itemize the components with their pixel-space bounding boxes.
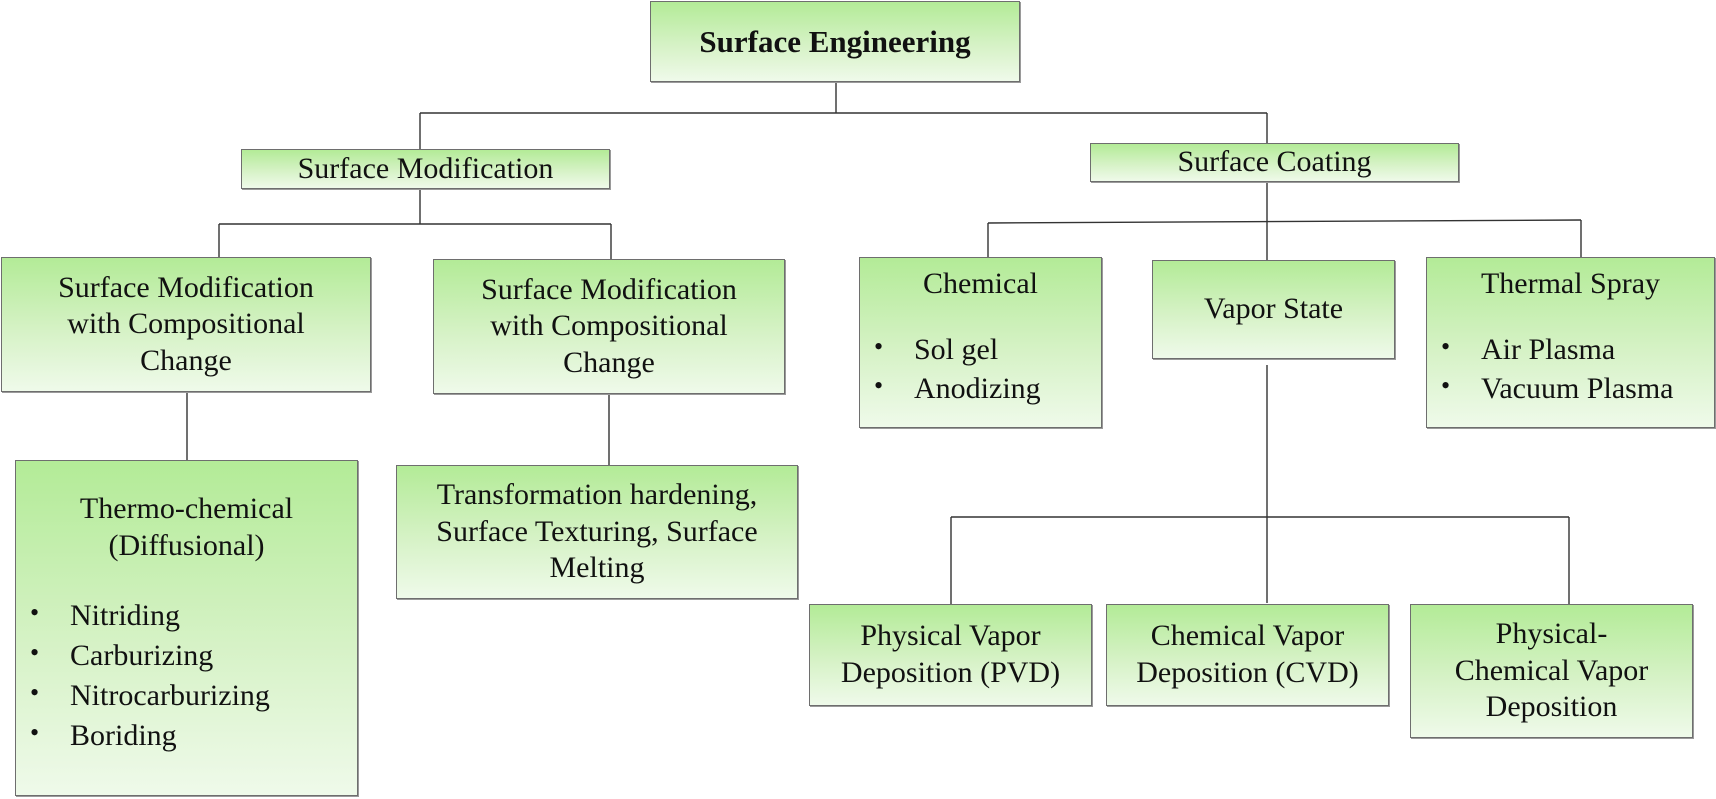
list-item-sol-gel: Sol gel [874,330,1041,370]
transformation-hardening-node: Transformation hardening, Surface Textur… [396,465,798,599]
node-label-line-1: Physical- [1495,617,1608,651]
node-label: Surface Engineering [699,23,971,59]
node-label-line-3: Change [563,345,655,379]
node-label-line-2: with Compositional [490,309,728,343]
surface-coating-node: Surface Coating [1090,143,1459,182]
node-label-line-1: Surface Modification [58,270,314,304]
node-label: Vapor State [1203,292,1344,326]
node-label-line-1: Surface Modification [481,272,737,306]
node-label-line-2: Chemical Vapor [1454,653,1649,687]
chemical-node: Chemical Sol gel Anodizing [859,257,1102,428]
thermochemical-process-list: Nitriding Carburizing Nitrocarburizing B… [30,596,270,756]
list-item-carburizing: Carburizing [30,636,270,676]
node-label-line-3: Deposition [1485,690,1618,724]
node-label-line-1: Physical Vapor [860,619,1041,653]
thermochemical-node: Thermo-chemical (Diffusional) Nitriding … [15,460,358,796]
chemical-method-list: Sol gel Anodizing [874,330,1041,410]
modification-with-change-node: Surface Modification with Compositional … [1,257,371,392]
node-label-line-3: Change [140,343,232,377]
list-item-nitrocarburizing: Nitrocarburizing [30,676,270,716]
node-label-line-3: Melting [549,551,645,585]
surface-modification-node: Surface Modification [241,149,610,189]
list-item-vacuum-plasma: Vacuum Plasma [1441,369,1673,409]
cvd-node: Chemical Vapor Deposition (CVD) [1106,604,1389,706]
node-label: Thermal Spray [1480,267,1661,300]
pvd-node: Physical Vapor Deposition (PVD) [809,604,1092,706]
node-label-line-1: Transformation hardening, [436,478,758,512]
node-label: Surface Coating [1177,145,1372,179]
surface-engineering-node: Surface Engineering [650,1,1020,82]
thermal-spray-node: Thermal Spray Air Plasma Vacuum Plasma [1426,257,1715,428]
vapor-state-node: Vapor State [1152,260,1395,359]
node-label-line-1: Thermo-chemical [79,492,294,525]
list-item-anodizing: Anodizing [874,369,1041,409]
thermal-spray-list: Air Plasma Vacuum Plasma [1441,330,1673,410]
list-item-air-plasma: Air Plasma [1441,330,1673,370]
modification-without-change-node: Surface Modification with Compositional … [433,259,785,394]
node-label-line-2: Surface Texturing, Surface [436,514,758,548]
node-label-line-1: Chemical Vapor [1150,619,1345,653]
list-item-nitriding: Nitriding [30,596,270,636]
node-label-line-2: Deposition (CVD) [1136,656,1359,689]
node-label: Surface Modification [297,151,554,185]
pcvd-node: Physical- Chemical Vapor Deposition [1410,604,1693,738]
list-item-boriding: Boriding [30,716,270,756]
node-label-line-2: (Diffusional) [108,528,265,562]
node-label-line-2: Deposition (PVD) [840,656,1061,689]
node-label: Chemical [923,267,1038,300]
node-label-line-2: with Compositional [67,307,305,341]
